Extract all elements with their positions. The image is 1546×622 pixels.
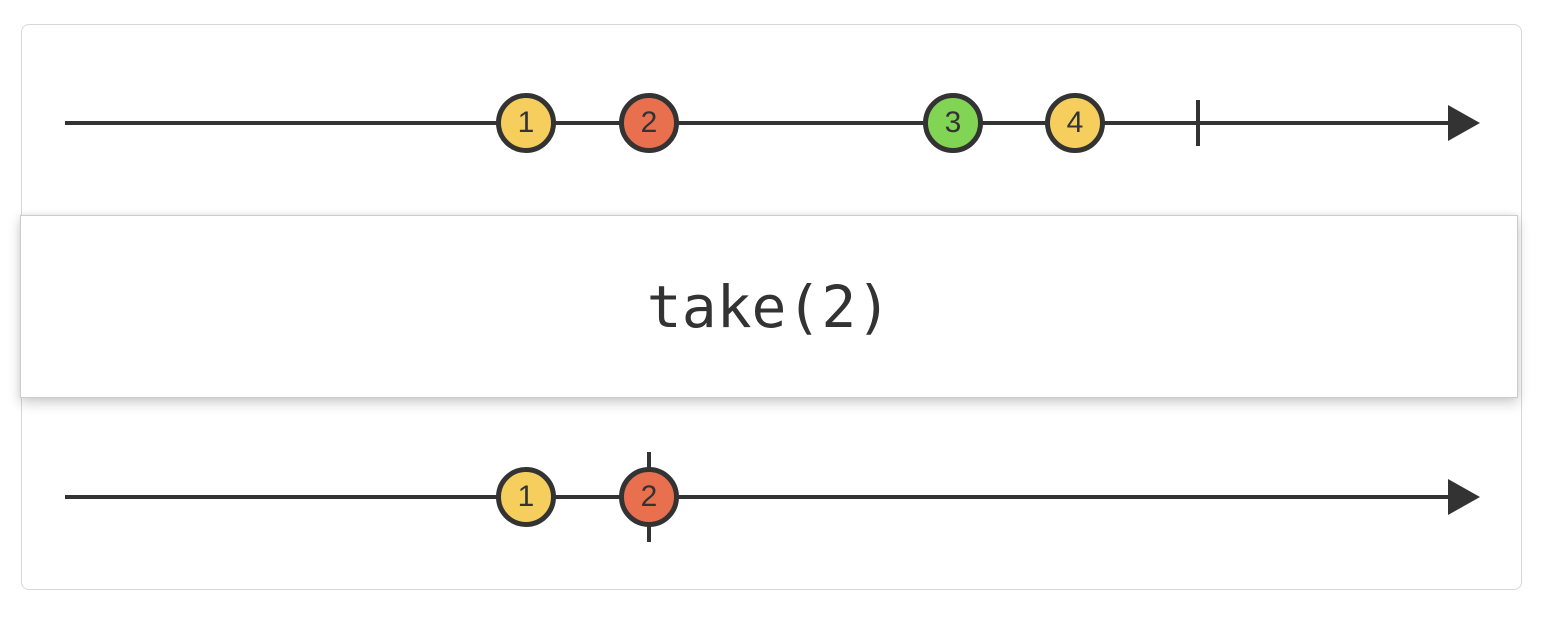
- input-stream-marble-3[interactable]: 3: [923, 93, 983, 153]
- input-arrowhead-icon: [1448, 105, 1480, 141]
- marble-value: 2: [640, 480, 658, 513]
- marble-value: 1: [517, 106, 535, 139]
- input-stream-complete-tick[interactable]: [1196, 100, 1200, 146]
- output-stream-marble-2: 2: [619, 467, 679, 527]
- input-stream-marble-2[interactable]: 2: [619, 93, 679, 153]
- output-stream-marble-1: 1: [496, 467, 556, 527]
- output-arrowhead-icon: [1448, 479, 1480, 515]
- output-stream-line: [65, 495, 1452, 499]
- marble-value: 1: [517, 480, 535, 513]
- input-stream-marble-4[interactable]: 4: [1045, 93, 1105, 153]
- input-stream-line: [65, 121, 1452, 125]
- input-stream-marble-1[interactable]: 1: [496, 93, 556, 153]
- operator-label: take(2): [646, 272, 892, 341]
- marble-value: 4: [1066, 106, 1084, 139]
- operator-box: take(2): [20, 215, 1518, 398]
- marble-value: 3: [944, 106, 962, 139]
- marble-value: 2: [640, 106, 658, 139]
